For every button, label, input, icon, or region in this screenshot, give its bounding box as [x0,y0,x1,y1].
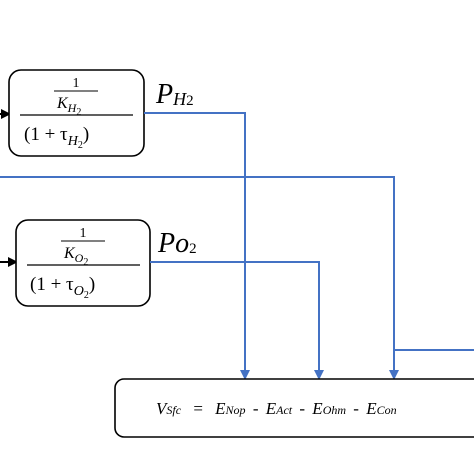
block-o2-denominator: (1 + τO2) [30,274,95,301]
block-h2-denominator: (1 + τH2) [24,124,89,151]
block-h2-numerator: 1 [73,76,80,91]
wire-p-h2 [144,112,250,380]
block-h2-den-k: KH2 [56,95,81,118]
equation-text: VSfc = ENop - EAct - EOhm - ECon [156,399,397,418]
equation-block: VSfc = ENop - EAct - EOhm - ECon [114,378,474,438]
block-o2: 1 KO2 (1 + τO2) [15,219,151,307]
block-o2-den-k: KO2 [63,245,88,268]
equation-box [114,378,474,438]
label-p-h2: PH2 [155,79,194,110]
wire-p-o2 [150,261,324,380]
block-o2-numerator: 1 [80,226,87,241]
block-h2: 1 KH2 (1 + τH2) [8,69,145,157]
wire-feedback-top [0,176,399,380]
label-p-o2: Po2 [157,228,197,259]
